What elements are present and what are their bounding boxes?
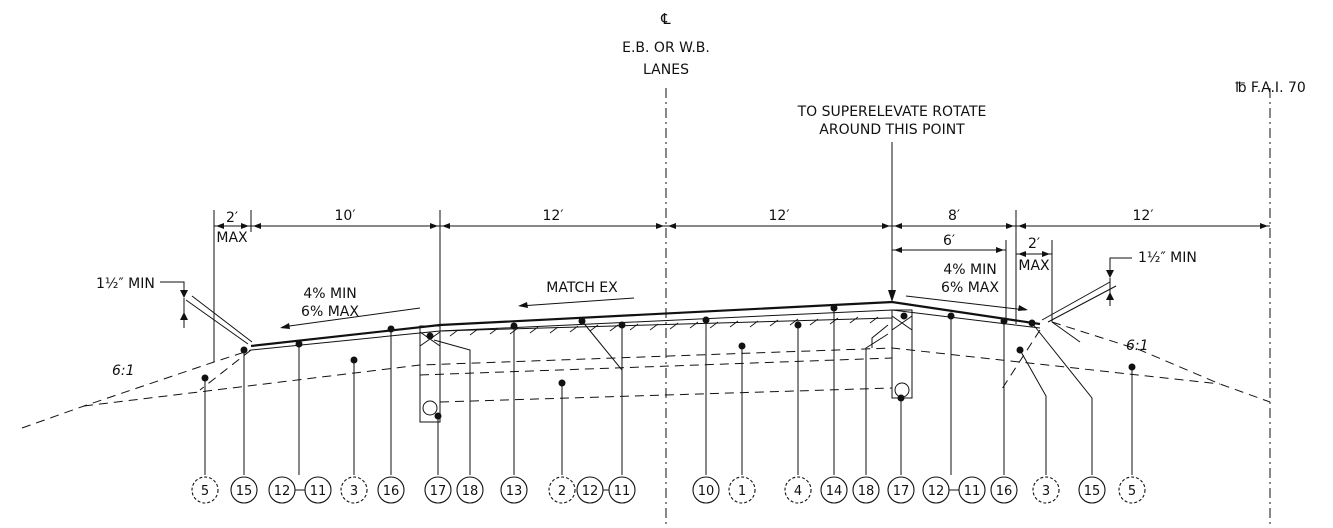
dim-10ft: 10′ xyxy=(335,208,356,224)
callout-number: 2 xyxy=(558,484,566,499)
callout-leaders xyxy=(204,308,1133,475)
min-right-leader xyxy=(1109,257,1132,272)
callout-number: 15 xyxy=(236,484,253,499)
callout-2: 2 xyxy=(548,476,576,504)
ratio-left: 6:1 xyxy=(112,363,135,379)
callout-number: 3 xyxy=(1042,484,1050,499)
callout-3: 3 xyxy=(340,476,368,504)
callout-number: 18 xyxy=(858,484,875,499)
callout-number: 11 xyxy=(310,484,327,499)
slope-right-1: 4% MIN xyxy=(943,262,996,278)
callout-14: 14 xyxy=(820,476,848,504)
callout-3: 3 xyxy=(1032,476,1060,504)
callout-1: 1 xyxy=(728,476,756,504)
pavement-surface xyxy=(21,281,1271,429)
callout-number: 16 xyxy=(996,484,1013,499)
slope-left-arrow xyxy=(281,307,421,328)
callout-10: 10 xyxy=(692,476,720,504)
right-edge-drain xyxy=(871,309,913,399)
superelevate-label-2: AROUND THIS POINT xyxy=(819,122,965,138)
callout-number: 12 xyxy=(928,484,945,499)
callout-number: 1 xyxy=(738,484,746,499)
dim-2ft-right: 2′ xyxy=(1028,236,1040,252)
callout-11: 11 xyxy=(608,476,636,504)
callout-number: 12 xyxy=(582,484,599,499)
callout-number: 17 xyxy=(893,484,910,499)
superelevate-label-1: TO SUPERELEVATE ROTATE xyxy=(797,104,987,120)
match-ex-arrow xyxy=(519,297,635,307)
centerline-label-1: E.B. OR W.B. xyxy=(622,40,710,56)
slope-right-2: 6% MAX xyxy=(941,280,999,296)
baseline-label: ℔ F.A.I. 70 xyxy=(1235,80,1306,96)
callout-15: 15 xyxy=(230,476,258,504)
callout-number: 10 xyxy=(698,484,715,499)
callout-15: 15 xyxy=(1078,476,1106,504)
callout-11: 11 xyxy=(304,476,332,504)
centerline-label-2: LANES xyxy=(643,62,689,78)
callout-number: 11 xyxy=(964,484,981,499)
callout-number: 14 xyxy=(826,484,843,499)
callout-number: 5 xyxy=(201,484,209,499)
callout-16: 16 xyxy=(990,476,1018,504)
callout-12: 12 xyxy=(922,476,950,504)
dim-8ft: 8′ xyxy=(948,208,960,224)
slope-left-1: 4% MIN xyxy=(303,286,356,302)
centerline-symbol: ℄ xyxy=(660,10,671,28)
callout-17: 17 xyxy=(887,476,915,504)
pivot-arrow-head xyxy=(888,290,896,302)
callout-number: 4 xyxy=(794,484,802,499)
reference-dots xyxy=(201,304,1136,420)
dim-12ft-c: 12′ xyxy=(1133,208,1154,224)
callout-number: 16 xyxy=(383,484,400,499)
dim-6ft: 6′ xyxy=(943,233,955,249)
callout-number: 13 xyxy=(506,484,523,499)
callout-18: 18 xyxy=(852,476,880,504)
callout-number: 11 xyxy=(614,484,631,499)
callout-number: 5 xyxy=(1128,484,1136,499)
dim-12ft-a: 12′ xyxy=(543,208,564,224)
min-right-label: 1½″ MIN xyxy=(1138,250,1197,266)
min-left-leader xyxy=(160,281,185,294)
callout-number: 12 xyxy=(274,484,291,499)
callout-4: 4 xyxy=(784,476,812,504)
callout-11: 11 xyxy=(958,476,986,504)
callout-12: 12 xyxy=(576,476,604,504)
callout-number: 3 xyxy=(350,484,358,499)
dim-2ft-right-max: MAX xyxy=(1018,258,1050,274)
ratio-right: 6:1 xyxy=(1126,338,1149,354)
dim-2ft-left-max: MAX xyxy=(216,230,248,246)
callout-5: 5 xyxy=(1118,476,1146,504)
dimension-lines xyxy=(213,210,1270,362)
callout-number: 17 xyxy=(430,484,447,499)
callout-number: 18 xyxy=(462,484,479,499)
callout-13: 13 xyxy=(500,476,528,504)
slope-right-arrow xyxy=(905,295,1027,311)
slope-left-2: 6% MAX xyxy=(301,304,359,320)
dim-2ft-left: 2′ xyxy=(226,210,238,226)
callout-number: 15 xyxy=(1084,484,1101,499)
callout-16: 16 xyxy=(377,476,405,504)
callout-18: 18 xyxy=(456,476,484,504)
min-left-label: 1½″ MIN xyxy=(96,276,155,292)
callout-17: 17 xyxy=(424,476,452,504)
dim-12ft-b: 12′ xyxy=(769,208,790,224)
match-ex-label: MATCH EX xyxy=(546,280,618,296)
callout-12: 12 xyxy=(268,476,296,504)
callout-5: 5 xyxy=(191,476,219,504)
